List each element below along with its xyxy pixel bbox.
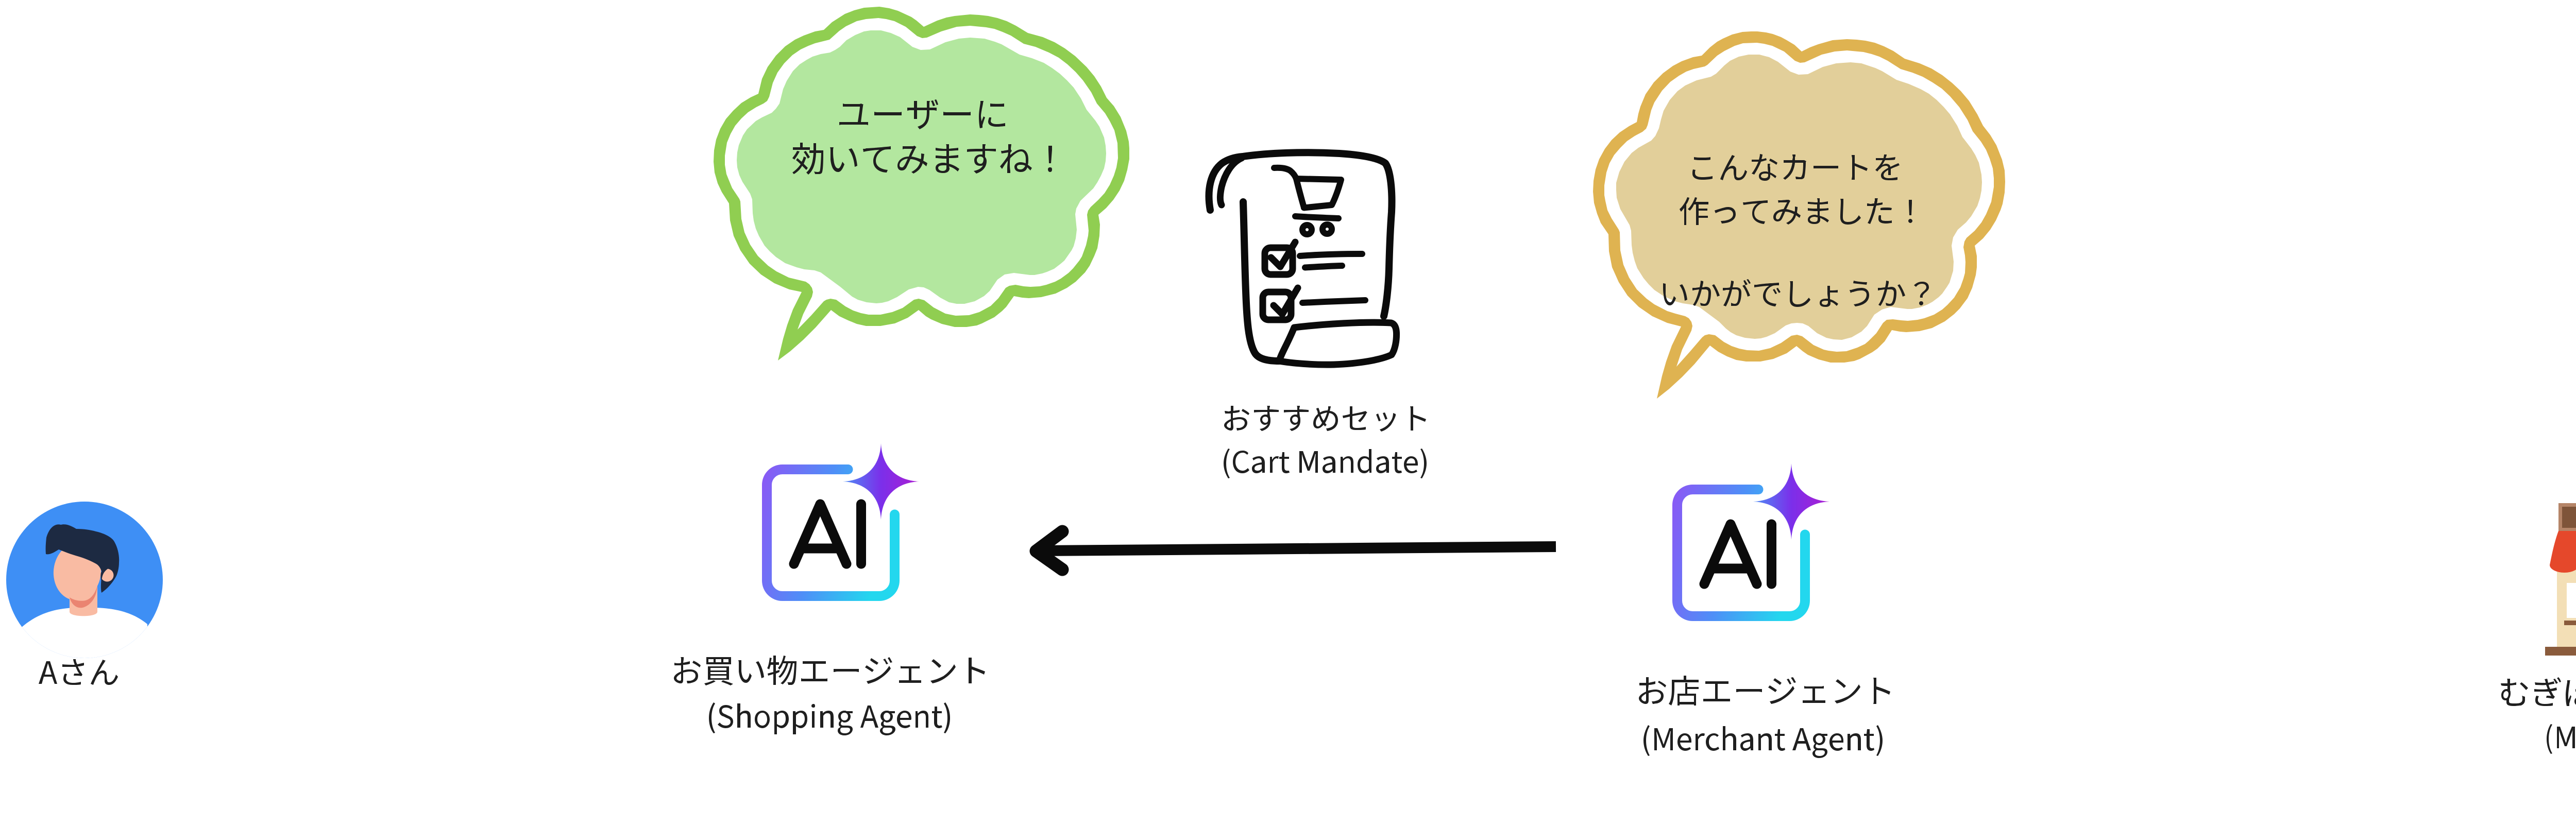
merchant-agent xyxy=(1639,463,1890,758)
bubble-text-line3 xyxy=(1663,279,1929,307)
merchant-agent-icon xyxy=(1677,463,1830,616)
merchant-label-jp xyxy=(2501,677,2576,706)
bubble-text-line2 xyxy=(792,143,1052,175)
bubble-text-line1 xyxy=(1692,154,1900,181)
avatar-shirt xyxy=(22,607,147,658)
arrow-shaft xyxy=(1037,541,1556,556)
cart-mandate-label-en xyxy=(1224,449,1427,478)
scroll-left-edge xyxy=(1240,198,1283,365)
merchant-agent-label-jp xyxy=(1639,676,1890,705)
shop-sign-inner xyxy=(2562,507,2576,528)
scroll-curl-inner xyxy=(1216,154,1245,209)
shop-window-sill xyxy=(2564,621,2576,625)
merchant-label xyxy=(2501,677,2576,754)
shopping-agent-bubble xyxy=(714,7,1129,360)
merchant-agent-bubble xyxy=(1593,31,2005,399)
merchant-agent-label-en xyxy=(1643,725,1883,758)
shop-icon xyxy=(2545,503,2576,656)
arrow-head xyxy=(1029,525,1069,576)
cart-mandate-label xyxy=(1224,406,1427,478)
cart-mandate-label-jp xyxy=(1224,406,1426,432)
scroll-roll xyxy=(1276,319,1400,368)
bubble-fill xyxy=(737,30,1106,304)
cart-mandate-icon xyxy=(1205,149,1400,368)
bubble-fill xyxy=(1616,55,1982,340)
shopping-agent xyxy=(674,443,985,735)
user-avatar xyxy=(6,502,163,658)
cart-mandate-arrow xyxy=(1029,525,1556,576)
shopping-agent-label-jp xyxy=(674,656,985,685)
scroll-outline xyxy=(1205,149,1396,320)
shopping-agent-icon xyxy=(767,443,920,596)
avatar-hair xyxy=(45,524,120,593)
merchant-label-en xyxy=(2547,724,2575,754)
shop-window xyxy=(2567,583,2576,618)
shopping-agent-label-en xyxy=(709,702,950,735)
shop-awning xyxy=(2550,531,2576,573)
cart-icon xyxy=(1271,164,1344,237)
avatar-ear-hair xyxy=(100,568,109,583)
shop-base xyxy=(2545,647,2576,656)
bubble-text-line2 xyxy=(1680,197,1912,225)
avatar-neck-shade xyxy=(70,586,97,608)
checklist-icon xyxy=(1259,238,1368,323)
user-label xyxy=(39,659,118,685)
